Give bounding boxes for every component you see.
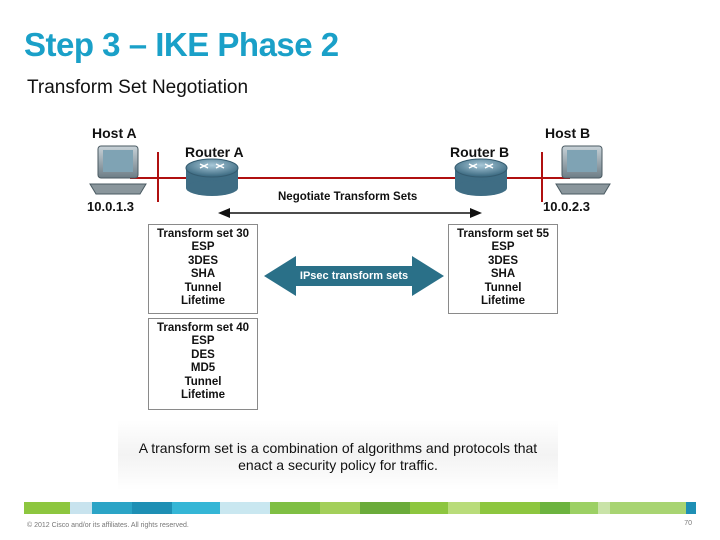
- transform-item: MD5: [190, 362, 216, 375]
- router-b-label: Router B: [450, 144, 510, 160]
- page-number: 70: [684, 520, 692, 527]
- host-a-label: Host A: [92, 125, 137, 141]
- transform-item: DES: [191, 348, 215, 361]
- negotiate-double-arrow: [218, 208, 482, 218]
- transform-item: Tunnel: [184, 375, 222, 388]
- router-icon: [185, 158, 239, 196]
- transform-item: Lifetime: [180, 389, 226, 402]
- transform-set-name: Transform set 40: [156, 322, 250, 334]
- transform-set-40-box: Transform set 40 ESP DES MD5 Tunnel Life…: [148, 318, 258, 410]
- transform-item: SHA: [490, 268, 516, 281]
- copyright-text: © 2012 Cisco and/or its affiliates. All …: [27, 522, 189, 529]
- ipsec-arrow-label: IPsec transform sets: [299, 270, 409, 282]
- computer-icon: [89, 145, 147, 195]
- caption-background: [118, 420, 558, 490]
- transform-item: Tunnel: [184, 281, 222, 294]
- router-a-label: Router A: [185, 144, 244, 160]
- transform-set-30-box: Transform set 30 ESP 3DES SHA Tunnel Lif…: [148, 224, 258, 314]
- transform-set-55-box: Transform set 55 ESP 3DES SHA Tunnel Lif…: [448, 224, 558, 314]
- host-b-label: Host B: [545, 125, 591, 141]
- transform-item: ESP: [191, 241, 215, 254]
- transform-item: Lifetime: [480, 295, 526, 308]
- caption-line: A transform set is a combination of algo…: [138, 440, 538, 456]
- transform-item: Tunnel: [484, 281, 522, 294]
- caption-line: enact a security policy for traffic.: [238, 457, 438, 473]
- router-icon: [454, 158, 508, 196]
- transform-item: SHA: [190, 268, 216, 281]
- host-b-ip: 10.0.2.3: [543, 199, 590, 214]
- caption: A transform set is a combination of algo…: [118, 440, 558, 474]
- negotiate-label: Negotiate Transform Sets: [276, 191, 420, 203]
- transform-item: 3DES: [487, 254, 519, 267]
- host-a-ip: 10.0.1.3: [87, 199, 134, 214]
- transform-item: 3DES: [187, 254, 219, 267]
- transform-item: ESP: [191, 335, 215, 348]
- transform-item: Lifetime: [180, 295, 226, 308]
- transform-set-name: Transform set 30: [156, 228, 250, 240]
- slide-subtitle: Transform Set Negotiation: [27, 77, 249, 98]
- ipsec-double-arrow: [264, 256, 444, 296]
- slide-title: Step 3 – IKE Phase 2: [24, 26, 339, 63]
- transform-item: ESP: [491, 241, 515, 254]
- transform-set-name: Transform set 55: [456, 228, 550, 240]
- computer-icon: [555, 145, 611, 195]
